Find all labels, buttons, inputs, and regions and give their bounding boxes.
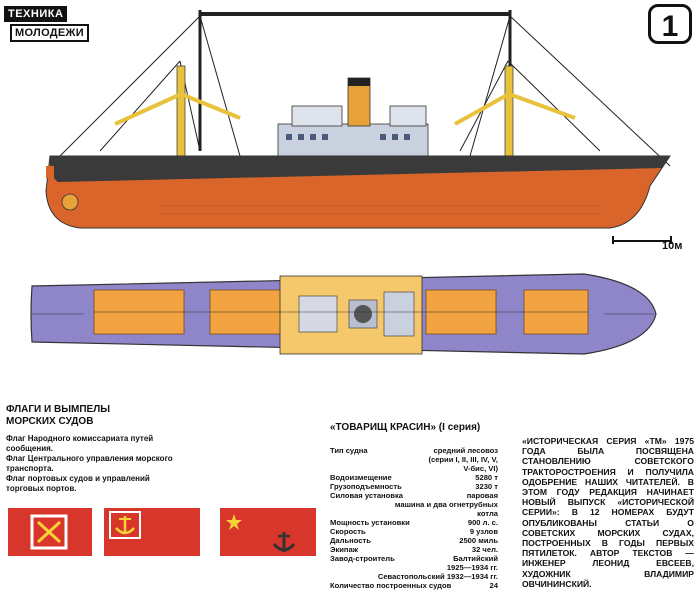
spec-row: 1925—1934 гг. — [330, 563, 498, 572]
spec-row: Силовая установка паровая — [330, 491, 498, 500]
spec-row: Тип судна средний лесовоз — [330, 446, 498, 455]
ship-side-profile — [45, 10, 671, 229]
nkps-emblem-icon — [30, 514, 68, 550]
spec-value: 1925—1934 гг. — [446, 563, 498, 572]
spec-row: Дальность 2500 миль — [330, 536, 498, 545]
spec-row: котла — [330, 509, 498, 518]
spec-value: V-бис, VI) — [463, 464, 498, 473]
scale-label: 10м — [662, 240, 683, 252]
spec-row: Экипаж 32 чел. — [330, 545, 498, 554]
logo-line-2: МОЛОДЕЖИ — [10, 24, 89, 42]
spec-label: Грузоподъемность — [330, 482, 402, 491]
spec-label: Тип судна — [330, 446, 368, 455]
spec-row: Количество построенных судов 24 — [330, 581, 498, 590]
spec-value: 24 — [489, 581, 498, 590]
spec-row: Водоизмещение 5280 т — [330, 473, 498, 482]
spec-value: 2500 миль — [459, 536, 498, 545]
spec-row: Грузоподъемность 3230 т — [330, 482, 498, 491]
hull — [45, 155, 671, 229]
midship-house — [279, 275, 423, 355]
star-anchor-emblem-icon — [226, 514, 296, 552]
series-note: «ИСТОРИЧЕСКАЯ СЕРИЯ «ТМ» 1975 ГОДА БЫЛА … — [522, 436, 694, 589]
spec-value: 9 узлов — [469, 527, 498, 536]
spec-row: Завод-строитель Балтийский — [330, 554, 498, 563]
page-number: 1 — [648, 4, 692, 44]
deck-lines — [32, 311, 654, 315]
ship-deck-plan — [30, 273, 657, 355]
spec-row: Севастопольский 1932—1934 гг. — [330, 572, 498, 581]
logo-line-1: ТЕХНИКА — [4, 6, 68, 22]
flag-nkps — [8, 508, 92, 556]
spec-label: Дальность — [330, 536, 371, 545]
spec-value: Севастопольский 1932—1934 гг. — [377, 572, 498, 581]
spec-value: 900 л. с. — [467, 518, 498, 527]
flag-desc-3: Флаг портовых судов и управлений торговы… — [6, 474, 150, 493]
spec-label: Силовая установка — [330, 491, 403, 500]
magazine-logo: ТЕХНИКА МОЛОДЕЖИ — [4, 6, 89, 42]
scale-bar: 10м — [612, 234, 694, 258]
spec-value: машина и два огнетрубных — [394, 500, 498, 509]
flag-desc-1: Флаг Народного комиссариата путей сообще… — [6, 434, 154, 453]
spec-label: Экипаж — [330, 545, 359, 554]
spec-value: котла — [477, 509, 498, 518]
spec-value: 3230 т — [475, 482, 498, 491]
spec-value: 32 чел. — [471, 545, 498, 554]
flags-title: ФЛАГИ И ВЫМПЕЛЫ МОРСКИХ СУДОВ — [6, 404, 110, 427]
flag-central-maritime — [104, 508, 200, 556]
spec-label: Количество построенных судов — [330, 581, 452, 590]
spec-label: Завод-строитель — [330, 554, 395, 563]
spec-value: 5280 т — [475, 473, 498, 482]
spec-value: средний лесовоз — [433, 446, 498, 455]
masts — [114, 65, 576, 157]
spec-value: паровая — [466, 491, 498, 500]
spec-value: (серии I, II, III, IV, V, — [428, 455, 498, 464]
spec-label: Водоизмещение — [330, 473, 392, 482]
flag-port-vessels — [220, 508, 316, 556]
spec-row: Мощность установки 900 л. с. — [330, 518, 498, 527]
ship-title: «ТОВАРИЩ КРАСИН» (I серия) — [330, 422, 481, 433]
spec-row: (серии I, II, III, IV, V, — [330, 455, 498, 464]
spec-value: Балтийский — [453, 554, 498, 563]
spec-row: машина и два огнетрубных — [330, 500, 498, 509]
spec-label: Мощность установки — [330, 518, 410, 527]
spec-row: V-бис, VI) — [330, 464, 498, 473]
anchor-star-emblem-icon — [109, 511, 141, 539]
spec-row: Скорость 9 узлов — [330, 527, 498, 536]
ship-specs: Тип судна средний лесовоз(серии I, II, II… — [330, 446, 498, 590]
spec-label: Скорость — [330, 527, 366, 536]
superstructure — [277, 77, 429, 161]
flag-desc-2: Флаг Центрального управления морского тр… — [6, 454, 173, 473]
